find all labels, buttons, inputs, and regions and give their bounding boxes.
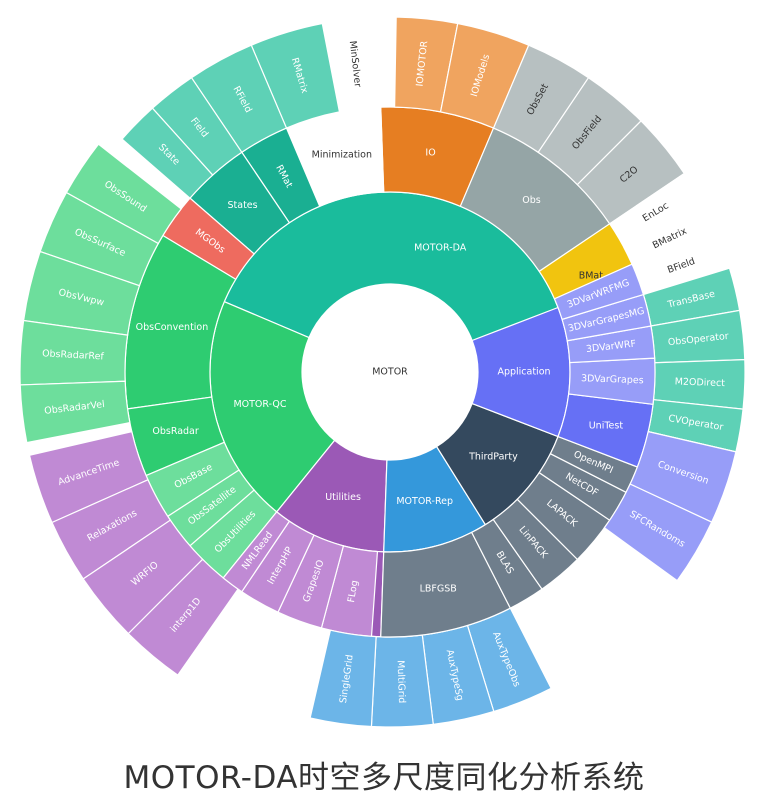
label-flog: FLog bbox=[346, 579, 361, 603]
segment-linpack[interactable] bbox=[492, 498, 579, 590]
label-io: IO bbox=[425, 148, 435, 159]
segment-rmatrix[interactable] bbox=[250, 22, 341, 129]
segment-state[interactable] bbox=[121, 107, 214, 199]
segment-lbfgsb[interactable] bbox=[380, 531, 512, 638]
label-root: MOTOR bbox=[372, 367, 408, 378]
label-obsradarref: ObsRadarRef bbox=[42, 348, 105, 362]
label-states: States bbox=[228, 200, 258, 211]
segment-relaxations[interactable] bbox=[51, 478, 172, 580]
segment-obsradarvel[interactable] bbox=[19, 380, 131, 444]
label-3dvargrapes: 3DVarGrapes bbox=[581, 373, 644, 386]
label-application: Application bbox=[497, 367, 550, 378]
label-motor-da: MOTOR-DA bbox=[414, 242, 467, 253]
segment-field[interactable] bbox=[151, 76, 243, 176]
segment-3dvarwrfmg[interactable] bbox=[553, 263, 645, 321]
segment-obsvwpw[interactable] bbox=[22, 250, 141, 336]
label-multigrid: MultiGrid bbox=[395, 660, 408, 704]
label-iomotor: IOMOTOR bbox=[415, 40, 431, 87]
label-minsolver: MinSolver bbox=[347, 40, 363, 88]
label-thirdparty: ThirdParty bbox=[468, 452, 518, 463]
label-obs: Obs bbox=[522, 195, 541, 206]
segment-rfield[interactable] bbox=[190, 44, 288, 154]
label-obsradar: ObsRadar bbox=[152, 426, 199, 437]
label-motor-rep: MOTOR-Rep bbox=[396, 496, 453, 507]
label-lbfgsb: LBFGSB bbox=[420, 584, 457, 595]
label-motor-qc: MOTOR-QC bbox=[233, 399, 286, 410]
label-minimization: Minimization bbox=[312, 149, 372, 160]
caption: MOTOR-DA时空多尺度同化分析系统 bbox=[123, 760, 645, 796]
segment-minsolver[interactable] bbox=[321, 16, 382, 113]
segment-nmlread[interactable] bbox=[222, 511, 291, 593]
segment-advancetime[interactable] bbox=[28, 430, 149, 524]
segment-3dvargrapes[interactable] bbox=[567, 357, 656, 405]
segment-obsradarref[interactable] bbox=[19, 319, 129, 386]
segment-sfcrandoms[interactable] bbox=[603, 483, 713, 582]
segment-blas[interactable] bbox=[470, 518, 543, 609]
root-center[interactable] bbox=[302, 284, 478, 460]
label-obsconvention: ObsConvention bbox=[136, 322, 209, 333]
segment-unitest[interactable] bbox=[557, 393, 654, 468]
segment-3dvarwrf[interactable] bbox=[566, 325, 656, 364]
label-bmat: BMat bbox=[579, 271, 604, 282]
segment-wrfio[interactable] bbox=[82, 519, 204, 635]
segment-lapack[interactable] bbox=[516, 471, 611, 561]
segment-3dvargrapesmg[interactable] bbox=[561, 293, 652, 342]
segment-conversion[interactable] bbox=[629, 430, 737, 523]
label-utilities: Utilities bbox=[325, 492, 361, 503]
label-m2odirect: M2ODirect bbox=[675, 376, 726, 389]
label-unitest: UniTest bbox=[589, 420, 624, 431]
segment-obssound[interactable] bbox=[65, 143, 183, 245]
segment-singlegrid[interactable] bbox=[309, 629, 377, 728]
segment-obssurface[interactable] bbox=[39, 191, 160, 287]
